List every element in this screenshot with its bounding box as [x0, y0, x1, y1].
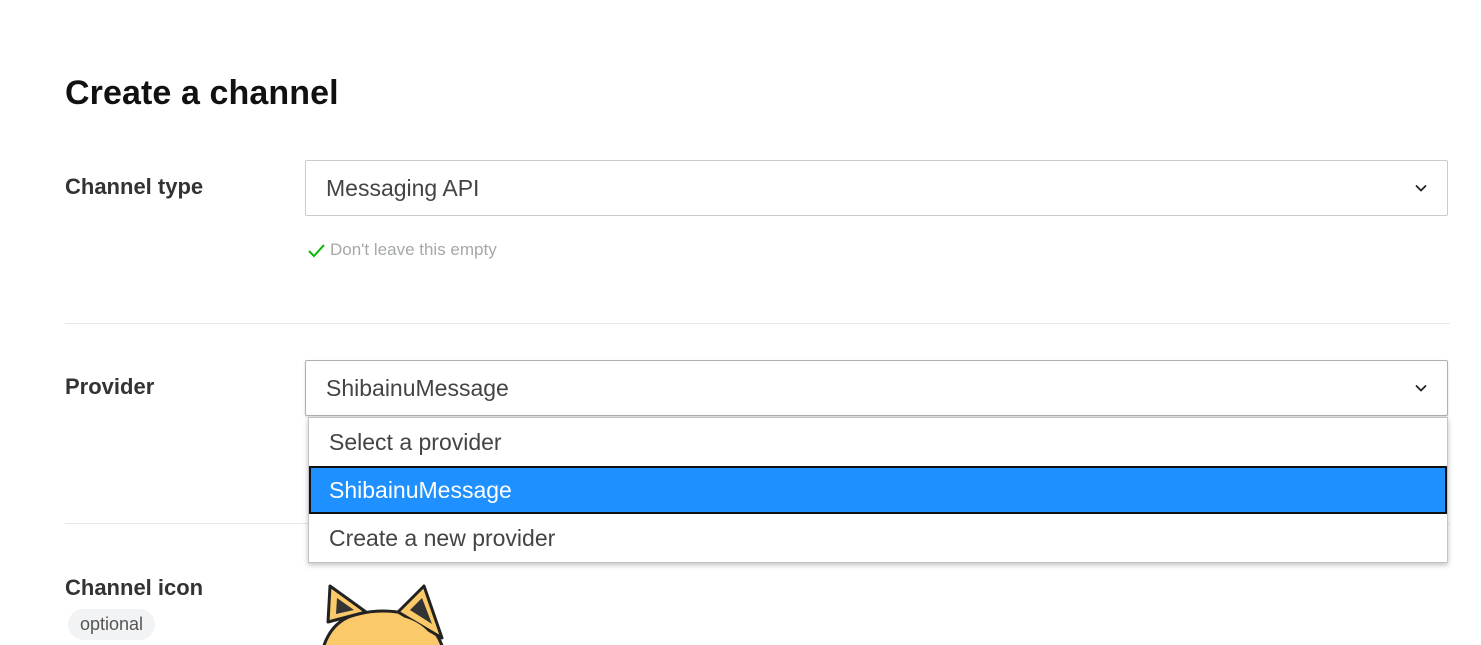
provider-dropdown: Select a provider ShibainuMessage Create… — [308, 417, 1448, 563]
channel-icon-label: Channel icon — [65, 575, 204, 600]
channel-type-hint: Don't leave this empty — [307, 240, 497, 260]
page-title: Create a channel — [65, 74, 339, 112]
channel-type-label: Channel type — [65, 174, 204, 199]
divider — [65, 323, 1450, 324]
check-icon — [308, 243, 325, 257]
channel-type-select[interactable]: Messaging API — [305, 160, 1448, 216]
provider-option-shibainumessage[interactable]: ShibainuMessage — [309, 466, 1447, 514]
chevron-down-icon — [1415, 182, 1427, 194]
hint-text: Don't leave this empty — [330, 240, 497, 259]
provider-option-create-new[interactable]: Create a new provider — [329, 524, 556, 551]
provider-option-select[interactable]: Select a provider — [329, 428, 502, 455]
provider-value: ShibainuMessage — [326, 374, 509, 401]
provider-label: Provider — [65, 374, 155, 399]
shiba-dog-icon[interactable] — [318, 582, 448, 645]
channel-type-value: Messaging API — [326, 174, 480, 201]
provider-select[interactable]: ShibainuMessage — [305, 360, 1448, 416]
chevron-down-icon — [1415, 382, 1427, 394]
optional-badge: optional — [68, 609, 156, 640]
